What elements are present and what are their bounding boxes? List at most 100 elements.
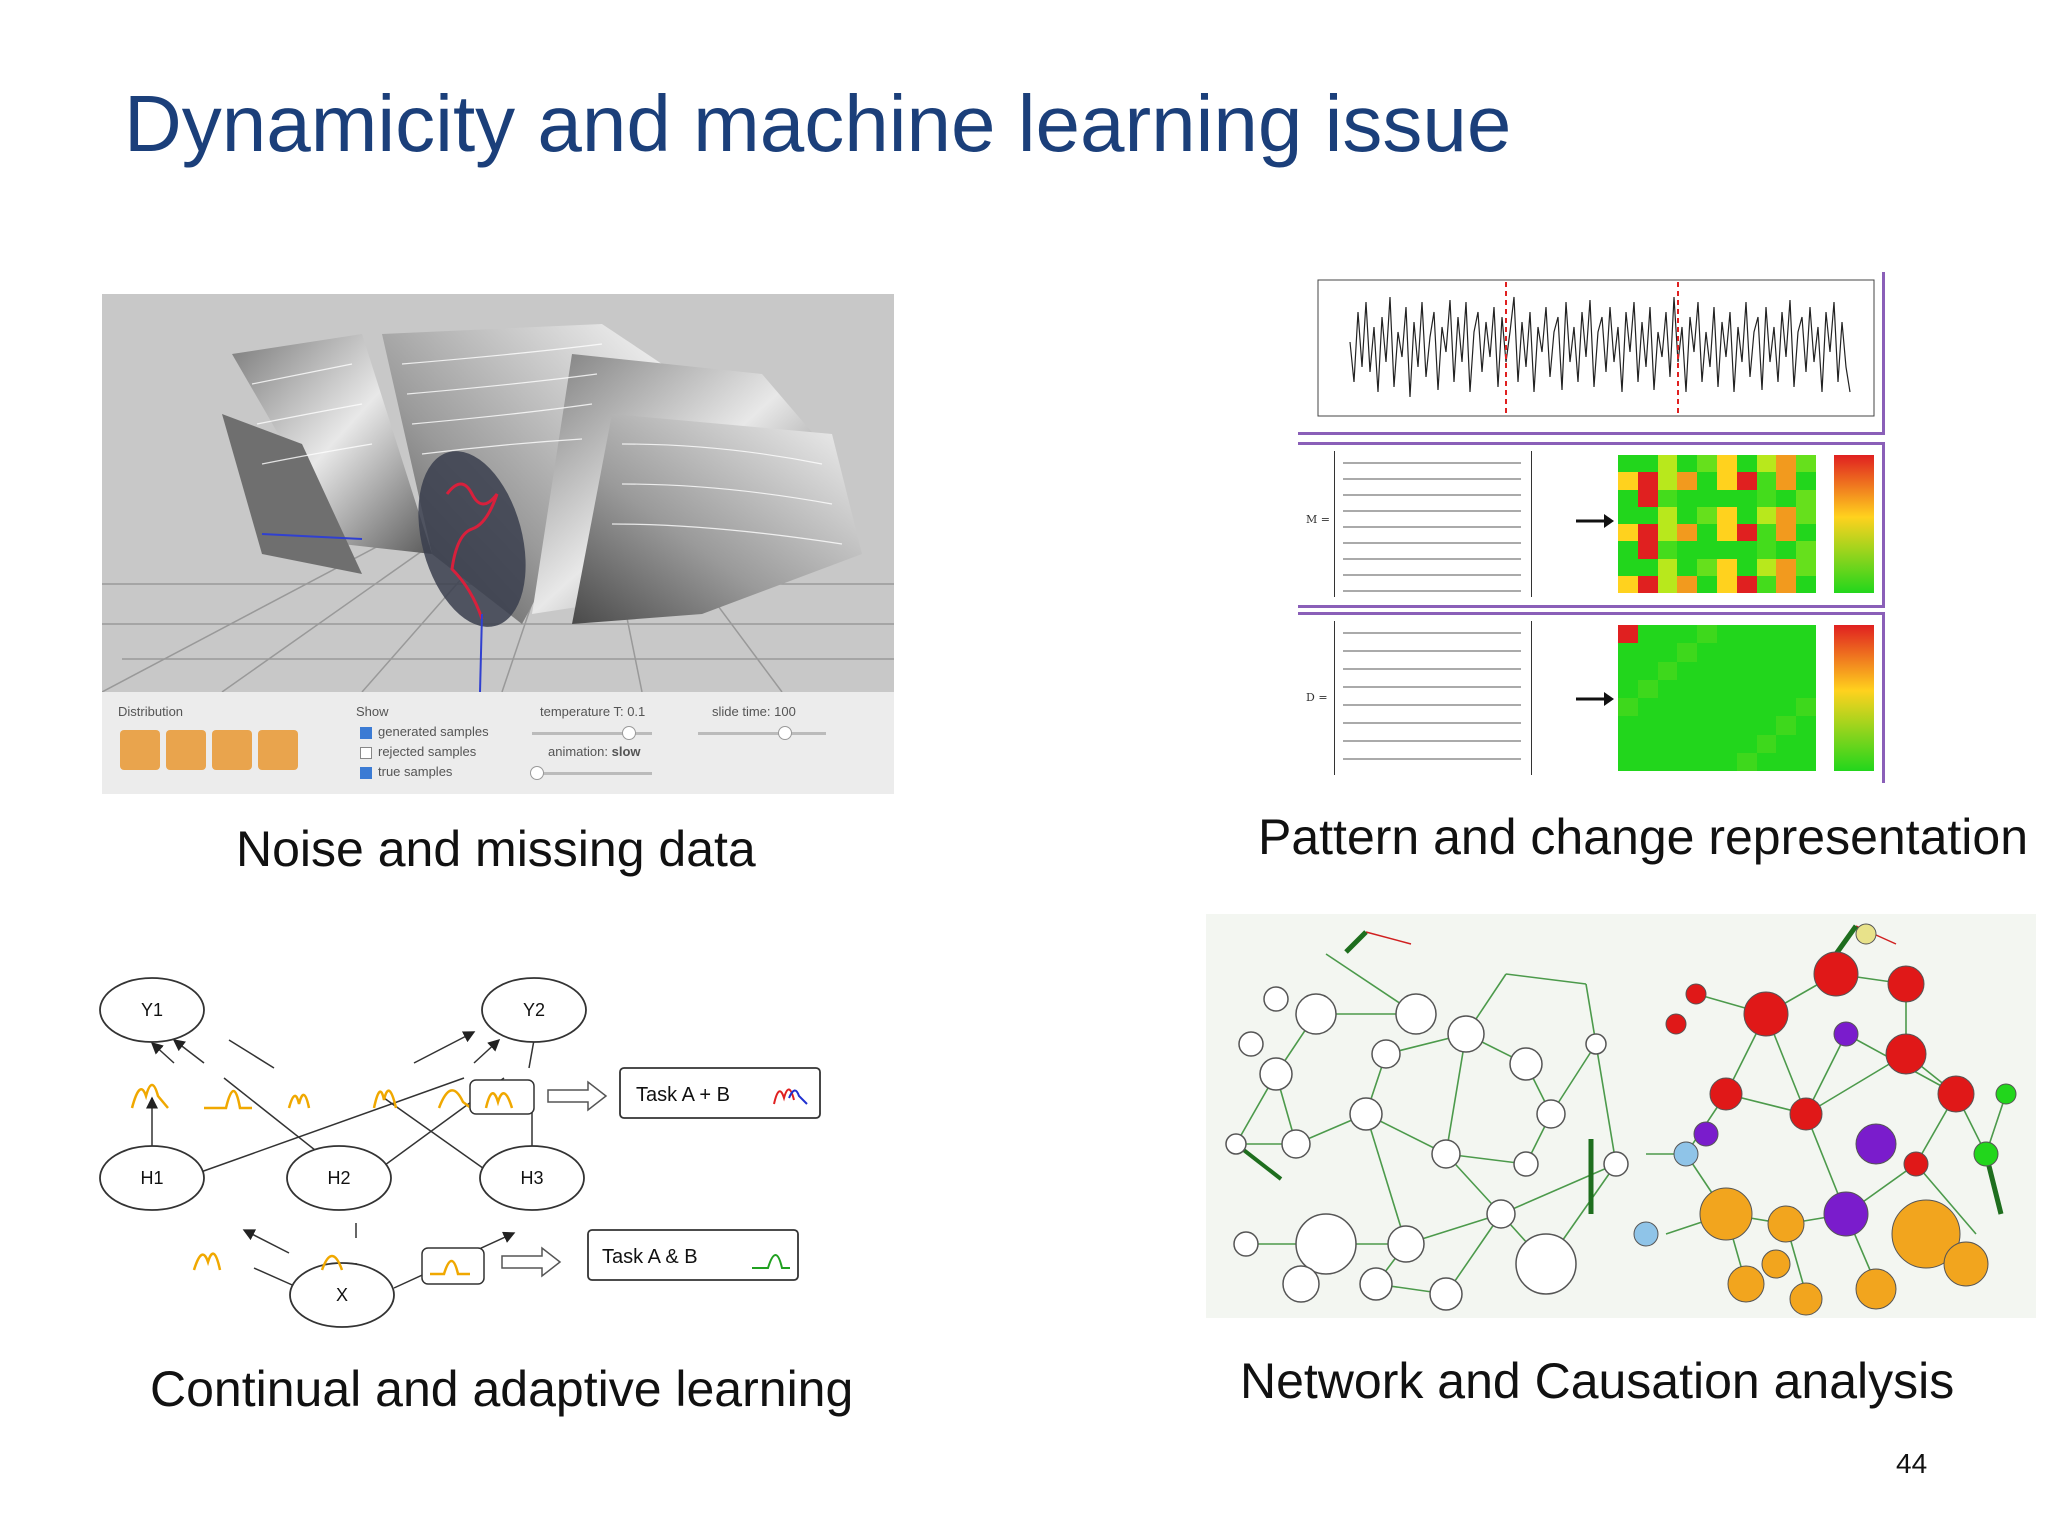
heatmap-cell — [1637, 455, 1658, 473]
matrix-d-panel: D = — [1298, 612, 1885, 783]
distribution-option-4[interactable] — [258, 730, 298, 770]
heatmap-cell — [1776, 506, 1797, 524]
left-network-nodes — [1225, 986, 1629, 1311]
time-series-panel — [1298, 272, 1885, 435]
temperature-label: temperature T: 0.1 — [540, 704, 646, 719]
heatmap-cell — [1697, 558, 1717, 576]
heatmap-cell — [1697, 734, 1717, 753]
task-a-plus-b-box — [619, 1067, 821, 1119]
caption-network: Network and Causation analysis — [1240, 1353, 1955, 1409]
heatmap-cell — [1677, 625, 1698, 644]
heatmap-cell — [1756, 558, 1777, 576]
node-h2 — [286, 1145, 392, 1211]
heatmap-cell — [1637, 575, 1658, 593]
slide-time-slider[interactable] — [698, 732, 826, 735]
caption-noise: Noise and missing data — [236, 821, 756, 877]
energy-landscape-render — [102, 324, 894, 693]
heatmap-cell — [1736, 679, 1757, 698]
heatmap-cell — [1697, 489, 1717, 507]
heatmap-cell — [1677, 752, 1698, 771]
heatmap-cell — [1677, 698, 1698, 717]
node-y2-label: Y2 — [523, 1000, 545, 1020]
hollow-arrow-icon — [547, 1080, 608, 1112]
show-label: Show — [356, 704, 389, 719]
heatmap-cell — [1618, 734, 1638, 753]
heatmap-cell — [1657, 575, 1678, 593]
time-series-line — [1349, 296, 1851, 398]
slide-time-slider-handle[interactable] — [778, 726, 792, 740]
heatmap-cell — [1618, 625, 1638, 644]
task-a-and-b-label: Task A & B — [602, 1246, 698, 1268]
heatmap-m — [1618, 455, 1816, 593]
heatmap-cell — [1677, 661, 1698, 680]
heatmap-cell — [1796, 575, 1816, 593]
heatmap-cell — [1776, 698, 1797, 717]
landscape-simulation-panel[interactable]: Distribution Show generated samples reje… — [102, 294, 894, 794]
simulation-controls: Distribution Show generated samples reje… — [102, 692, 894, 794]
heatmap-cell — [1716, 679, 1737, 698]
animation-slider[interactable] — [532, 772, 652, 775]
heatmap-cell — [1618, 455, 1638, 473]
animation-setting: animation: slow — [548, 744, 641, 759]
heatmap-cell — [1776, 524, 1797, 542]
heatmap-cell — [1736, 558, 1757, 576]
heatmap-cell — [1618, 752, 1638, 771]
heatmap-cell — [1677, 472, 1698, 490]
matrix-m-panel: M = — [1298, 442, 1885, 608]
heatmap-cell — [1776, 643, 1797, 662]
heatmap-cell — [1697, 625, 1717, 644]
distribution-option-3[interactable] — [212, 730, 252, 770]
heatmap-cell — [1697, 716, 1717, 735]
network-causation-panel — [1206, 914, 2036, 1318]
heatmap-cell — [1618, 506, 1638, 524]
heatmap-cell — [1618, 661, 1638, 680]
heatmap-cell — [1736, 661, 1757, 680]
distribution-option-2[interactable] — [166, 730, 206, 770]
continual-learning-diagram: Y1 Y2 H1 H2 H3 X Task A + B T — [94, 968, 894, 1338]
heatmap-cell — [1736, 752, 1757, 771]
heatmap-cell — [1637, 625, 1658, 644]
animation-slider-handle[interactable] — [530, 766, 544, 780]
heatmap-cell — [1756, 575, 1777, 593]
heatmap-cell — [1736, 698, 1757, 717]
heatmap-cell — [1716, 734, 1737, 753]
heatmap-cell — [1756, 455, 1777, 473]
heatmap-cell — [1697, 541, 1717, 559]
heatmap-cell — [1657, 625, 1678, 644]
heatmap-cell — [1697, 472, 1717, 490]
heatmap-cell — [1736, 575, 1757, 593]
heatmap-cell — [1776, 734, 1797, 753]
heatmap-cell — [1637, 472, 1658, 490]
heatmap-cell — [1697, 524, 1717, 542]
heatmap-cell — [1776, 455, 1797, 473]
node-h1-label: H1 — [140, 1168, 163, 1188]
heatmap-cell — [1736, 625, 1757, 644]
rejected-checkbox[interactable] — [360, 746, 372, 759]
heatmap-cell — [1776, 716, 1797, 735]
show-generated[interactable]: generated samples — [360, 724, 489, 739]
heatmap-cell — [1677, 716, 1698, 735]
heatmap-cell — [1776, 541, 1797, 559]
heatmap-cell — [1637, 698, 1658, 717]
arrow-right-icon — [1576, 692, 1614, 706]
heatmap-cell — [1677, 643, 1698, 662]
heatmap-cell — [1756, 661, 1777, 680]
show-true[interactable]: true samples — [360, 764, 452, 779]
true-samples-checkbox[interactable] — [360, 766, 372, 779]
heatmap-cell — [1796, 541, 1816, 559]
generated-checkbox[interactable] — [360, 726, 372, 739]
heatmap-cell — [1776, 472, 1797, 490]
heatmap-cell — [1736, 734, 1757, 753]
heatmap-cell — [1618, 472, 1638, 490]
distribution-option-1[interactable] — [120, 730, 160, 770]
heatmap-cell — [1776, 661, 1797, 680]
heatmap-cell — [1637, 489, 1658, 507]
temperature-slider[interactable] — [532, 732, 652, 735]
heatmap-cell — [1736, 472, 1757, 490]
heatmap-cell — [1756, 472, 1777, 490]
sampler-trajectory — [445, 482, 499, 620]
contour-lines — [251, 343, 843, 545]
heatmap-cell — [1677, 541, 1698, 559]
show-rejected[interactable]: rejected samples — [360, 744, 476, 759]
temperature-slider-handle[interactable] — [622, 726, 636, 740]
